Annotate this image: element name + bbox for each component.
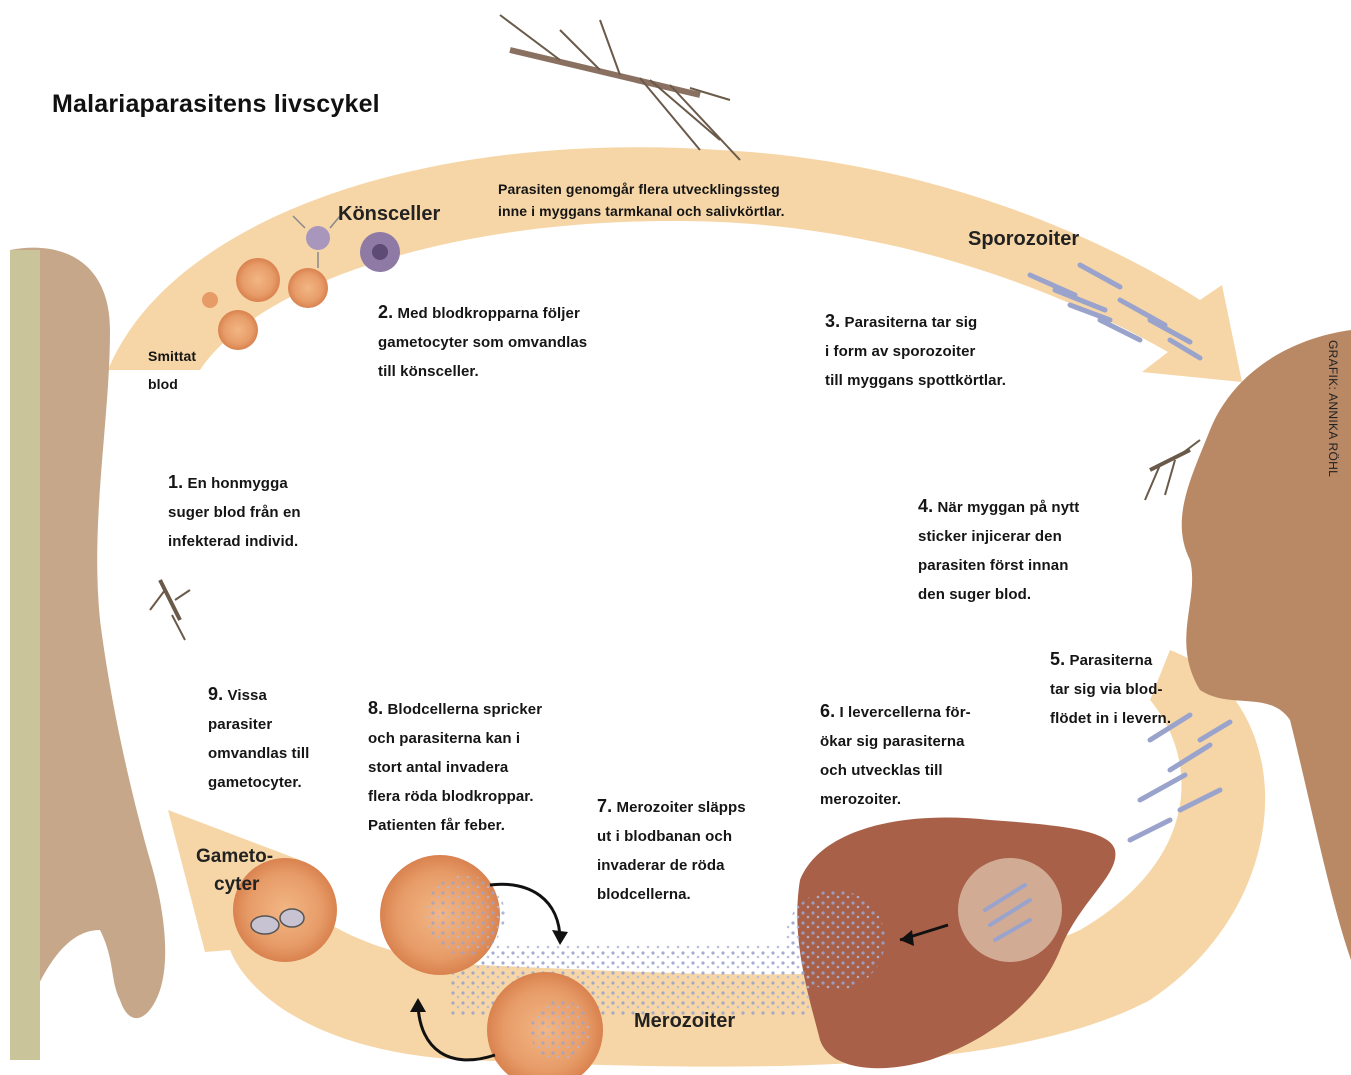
- step-1: 1. En honmygga suger blod från eninfekte…: [168, 468, 301, 556]
- step-6: 6. I levercellerna för- ökar sig parasit…: [820, 697, 971, 814]
- sex-cell-flagellated: [306, 226, 330, 250]
- mosquito-large: [500, 15, 740, 160]
- label-merozoiter: Merozoiter: [634, 1010, 735, 1033]
- left-person-clothing: [10, 250, 40, 1060]
- top-caption: Parasiten genomgår flera utvecklingssteg…: [498, 178, 785, 222]
- step-9: 9. Vissa parasiteromvandlas tillgametocy…: [208, 680, 309, 797]
- step-7: 7. Merozoiter släpps ut i blodbanan ochi…: [597, 792, 746, 909]
- page-title: Malariaparasitens livscykel: [52, 90, 380, 119]
- step-4: 4. När myggan på nytt sticker injicerar …: [918, 492, 1079, 609]
- liver-cell-infected: [958, 858, 1062, 962]
- step-3: 3. Parasiterna tar sig i form av sporozo…: [825, 307, 1006, 395]
- label-smittat-blod: Smittatblod: [148, 342, 196, 398]
- infected-blood-cell: [236, 258, 280, 302]
- step-8: 8. Blodcellerna spricker och parasiterna…: [368, 694, 542, 840]
- label-konsceller: Könsceller: [338, 203, 440, 226]
- label-gametocyter: Gameto-cyter: [196, 843, 273, 899]
- step-5: 5. Parasiterna tar sig via blod-flödet i…: [1050, 645, 1171, 733]
- step-2: 2. Med blodkropparna följer gametocyter …: [378, 298, 587, 386]
- credit: GRAFIK: ANNIKA RÖHL: [1326, 340, 1340, 477]
- label-sporozoiter: Sporozoiter: [968, 228, 1079, 251]
- mosquito-small-left: [150, 580, 190, 640]
